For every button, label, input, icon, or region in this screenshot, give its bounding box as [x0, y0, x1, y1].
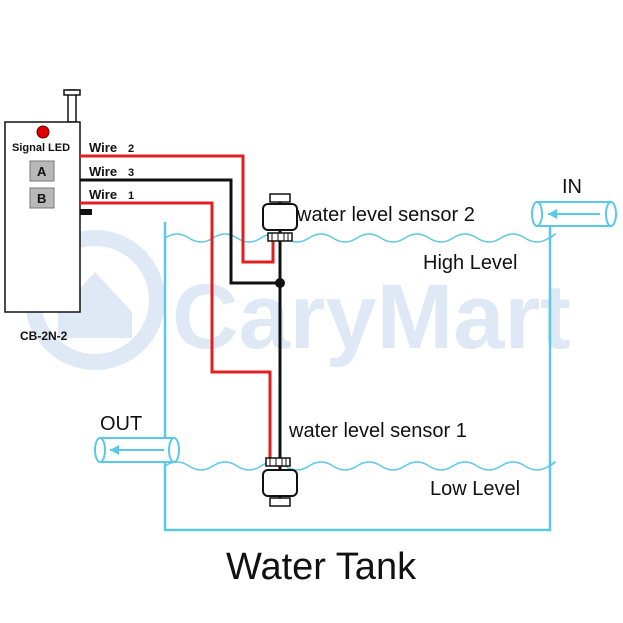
- sensor-1-float: [262, 457, 298, 507]
- wire-3-number: 3: [128, 167, 134, 179]
- wire-1: [80, 201, 272, 460]
- model-label: CB-2N-2: [20, 329, 68, 343]
- wire-3-label: Wire: [89, 164, 117, 179]
- wire-2-number: 2: [128, 143, 134, 155]
- in-label: IN: [562, 176, 582, 198]
- button-b: [29, 187, 55, 209]
- wire-3: [80, 178, 280, 285]
- controller-cb-2n-2: Signal LED A B CB-2N-2: [4, 89, 92, 343]
- wire-labels: Wire 2 Wire 3 Wire 1: [89, 140, 134, 202]
- button-a: [29, 160, 55, 182]
- tank-title: Water Tank: [226, 546, 417, 588]
- button-a-label: A: [37, 164, 47, 179]
- wire-2-label: Wire: [89, 140, 117, 155]
- wire-1-number: 1: [128, 190, 134, 202]
- wires: [80, 154, 285, 506]
- in-arrow-icon: [548, 209, 557, 219]
- sensor-2-label: water level sensor 2: [296, 204, 475, 226]
- water-tank: [163, 222, 556, 532]
- low-level-wave: [164, 461, 556, 471]
- high-level-wave: [164, 233, 556, 243]
- wire-2: [80, 154, 275, 264]
- out-label: OUT: [100, 413, 142, 435]
- signal-led-icon: [36, 125, 50, 139]
- button-b-label: B: [37, 191, 46, 206]
- signal-led-label: Signal LED: [12, 142, 70, 154]
- high-level-label: High Level: [423, 252, 518, 274]
- out-arrow-icon: [110, 445, 119, 455]
- sensor-1-label: water level sensor 1: [288, 420, 467, 442]
- sensor-2-float: [262, 193, 298, 242]
- low-level-label: Low Level: [430, 478, 520, 500]
- wire-1-label: Wire: [89, 187, 117, 202]
- controller-box: [4, 121, 81, 313]
- terminal-block: [80, 209, 92, 215]
- in-pipe: IN: [531, 176, 617, 227]
- junction-dot: [275, 278, 285, 288]
- tank-outline: [163, 222, 552, 532]
- out-pipe: OUT: [94, 413, 180, 463]
